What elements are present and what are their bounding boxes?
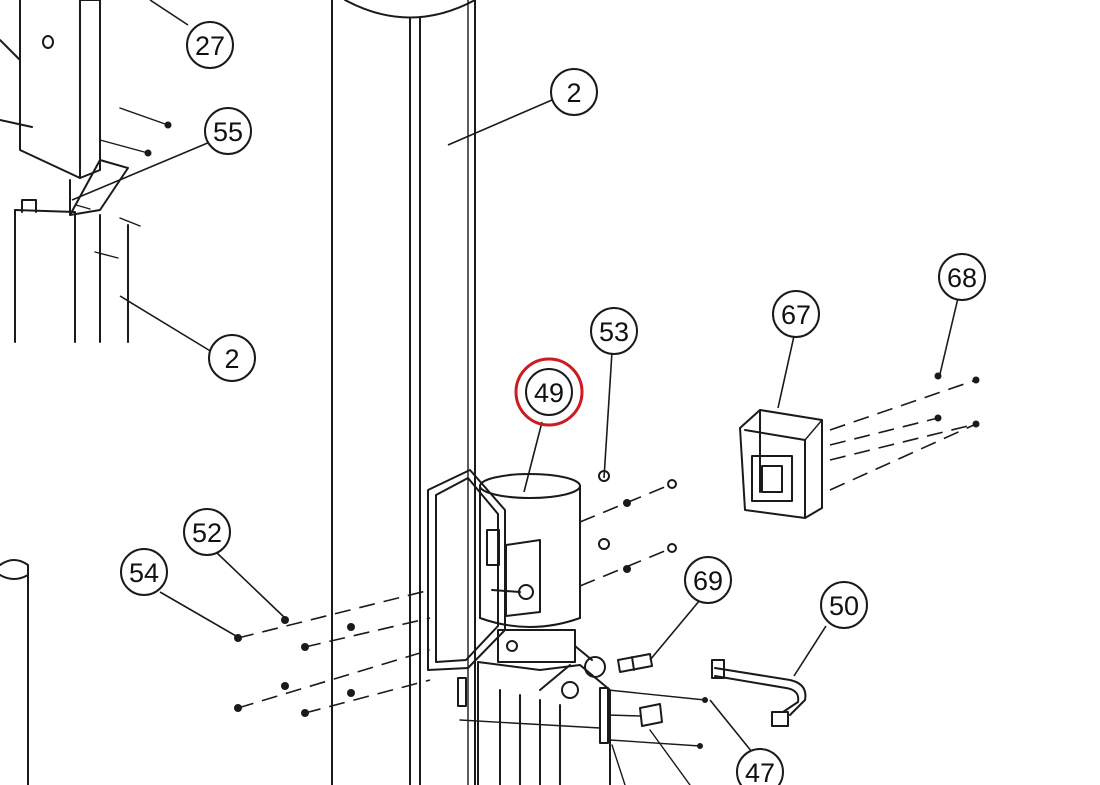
svg-text:27: 27 (195, 31, 225, 61)
svg-text:68: 68 (947, 263, 977, 293)
callout-52: 52 (183, 508, 231, 556)
svg-text:2: 2 (566, 78, 581, 108)
callout-53: 53 (590, 307, 638, 355)
callout-2-left: 2 (208, 334, 256, 382)
leader-lines (71, 0, 959, 753)
left-column-assembly (0, 0, 172, 343)
callout-47: 47 (736, 748, 784, 785)
mounting-bolts (234, 589, 431, 717)
callout-69: 69 (684, 556, 732, 604)
control-box (739, 409, 823, 519)
callout-55: 55 (204, 107, 252, 155)
power-cable (711, 659, 807, 727)
valve-assembly (459, 689, 708, 785)
svg-text:69: 69 (693, 566, 723, 596)
svg-text:55: 55 (213, 117, 243, 147)
svg-text:47: 47 (745, 758, 775, 785)
svg-text:2: 2 (224, 344, 239, 374)
motor-pump-unit (427, 469, 611, 785)
callout-2-top: 2 (550, 68, 598, 116)
callout-27: 27 (186, 21, 234, 69)
svg-text:53: 53 (599, 317, 629, 347)
svg-text:54: 54 (129, 558, 159, 588)
svg-text:49: 49 (534, 378, 564, 408)
callout-50: 50 (820, 581, 868, 629)
callout-54: 54 (120, 548, 168, 596)
motor-bolts (579, 470, 677, 587)
main-post (331, 0, 476, 785)
svg-text:50: 50 (829, 591, 859, 621)
callout-68: 68 (938, 253, 986, 301)
callout-67: 67 (772, 290, 820, 338)
hydraulic-fitting (617, 653, 653, 673)
control-box-screws (829, 372, 980, 491)
highlight-ring (514, 357, 584, 427)
svg-text:67: 67 (781, 300, 811, 330)
left-pillar-stub (0, 559, 29, 785)
callout-49: 49 (525, 368, 573, 416)
svg-text:52: 52 (192, 518, 222, 548)
